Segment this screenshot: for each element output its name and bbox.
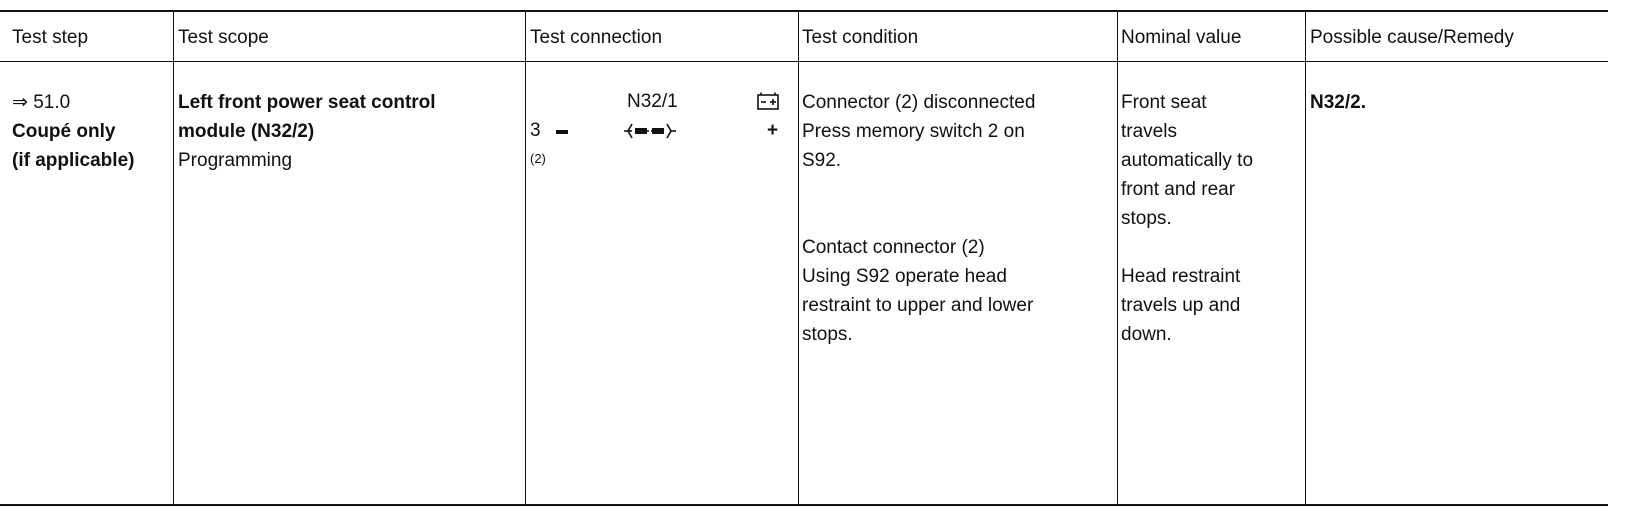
nominal-value-line: automatically to [1121,150,1254,171]
header-possible-cause: Possible cause/Remedy [1310,27,1514,48]
column-divider [798,12,799,505]
test-step-number: 51.0 [33,92,71,113]
connection-component-code: N32/1 [627,91,678,112]
column-divider [525,12,526,505]
table-bottom-rule [0,504,1608,506]
test-scope-title-line1: Left front power seat control [178,92,436,113]
minus-icon [556,130,568,134]
test-condition-line: stops. [802,324,853,345]
test-lead-icon [624,120,676,147]
connection-pin-reference: (2) [530,151,546,166]
nominal-value-line: stops. [1121,208,1172,229]
test-step-applicability: (if applicable) [12,150,135,171]
header-test-connection: Test connection [530,27,663,48]
nominal-value-line: down. [1121,324,1172,345]
test-scope-cell: Left front power seat control module (N3… [178,88,436,175]
nominal-value-line: Front seat [1121,92,1207,113]
test-scope-title-line2: module (N32/2) [178,121,315,142]
test-condition-line: Press memory switch 2 on [802,121,1025,142]
test-condition-line: restraint to upper and lower [802,295,1034,316]
header-nominal-value: Nominal value [1121,27,1242,48]
battery-icon [757,92,779,115]
connection-pin-number: 3 [530,120,541,141]
test-condition-line: S92. [802,150,842,171]
nominal-value-cell: Front seat travels automatically to fron… [1121,88,1253,349]
test-condition-line: Connector (2) disconnected [802,92,1036,113]
possible-cause-cell: N32/2. [1310,92,1366,113]
header-test-condition: Test condition [802,27,919,48]
test-scope-subtitle: Programming [178,150,293,171]
positive-terminal-label: + [767,120,779,141]
test-condition-line: Using S92 operate head [802,266,1007,287]
header-test-scope: Test scope [178,27,269,48]
nominal-value-line: travels up and [1121,295,1241,316]
test-step-variant: Coupé only [12,121,116,142]
test-condition-cell: Connector (2) disconnected Press memory … [802,88,1035,349]
column-divider [1117,12,1118,505]
test-condition-line: Contact connector (2) [802,237,985,258]
header-test-step: Test step [12,27,89,48]
column-divider [1305,12,1306,505]
column-divider [173,12,174,505]
table-top-rule [0,10,1608,12]
nominal-value-line: Head restraint [1121,266,1241,287]
header-separator-rule [0,61,1608,62]
test-step-number-line: ⇒ 51.0 [12,88,134,117]
test-step-cell: ⇒ 51.0 Coupé only (if applicable) [12,88,134,175]
nominal-value-line: front and rear [1121,179,1236,200]
arrow-icon: ⇒ [12,92,28,113]
nominal-value-line: travels [1121,121,1177,142]
